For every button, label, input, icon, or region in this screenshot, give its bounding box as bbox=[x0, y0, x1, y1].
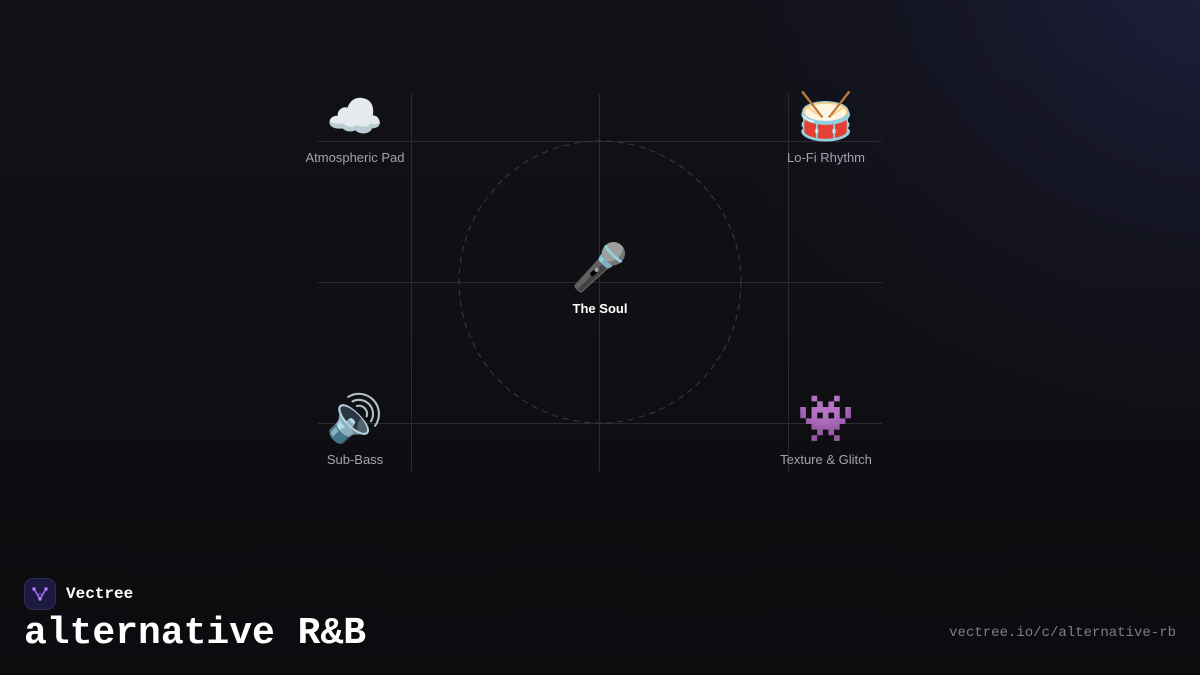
brand-name: Vectree bbox=[66, 585, 134, 603]
cloud-icon: ☁️ bbox=[326, 89, 384, 143]
node-label: Sub-Bass bbox=[326, 452, 384, 467]
page-url: vectree.io/c/alternative-rb bbox=[949, 625, 1176, 641]
page-title: alternative R&B bbox=[24, 612, 367, 655]
microphone-icon: 🎤 bbox=[571, 240, 629, 294]
node-lofi-rhythm: 🥁 Lo-Fi Rhythm bbox=[746, 88, 906, 165]
speaker-icon: 🔊 bbox=[326, 391, 384, 445]
orbit-circle bbox=[458, 140, 742, 424]
node-label: Lo-Fi Rhythm bbox=[786, 150, 866, 165]
vectree-logo-icon bbox=[24, 578, 56, 610]
center-node-label: The Soul bbox=[572, 301, 628, 316]
node-atmospheric-pad: ☁️ Atmospheric Pad bbox=[275, 88, 435, 165]
node-sub-bass: 🔊 Sub-Bass bbox=[275, 390, 435, 467]
drum-icon: 🥁 bbox=[797, 89, 855, 143]
brand: Vectree bbox=[24, 577, 133, 611]
alien-monster-icon: 👾 bbox=[797, 391, 855, 445]
node-label: Atmospheric Pad bbox=[305, 150, 405, 165]
node-texture-glitch: 👾 Texture & Glitch bbox=[746, 390, 906, 467]
node-label: Texture & Glitch bbox=[780, 452, 872, 467]
node-the-soul: 🎤 The Soul bbox=[520, 239, 680, 316]
